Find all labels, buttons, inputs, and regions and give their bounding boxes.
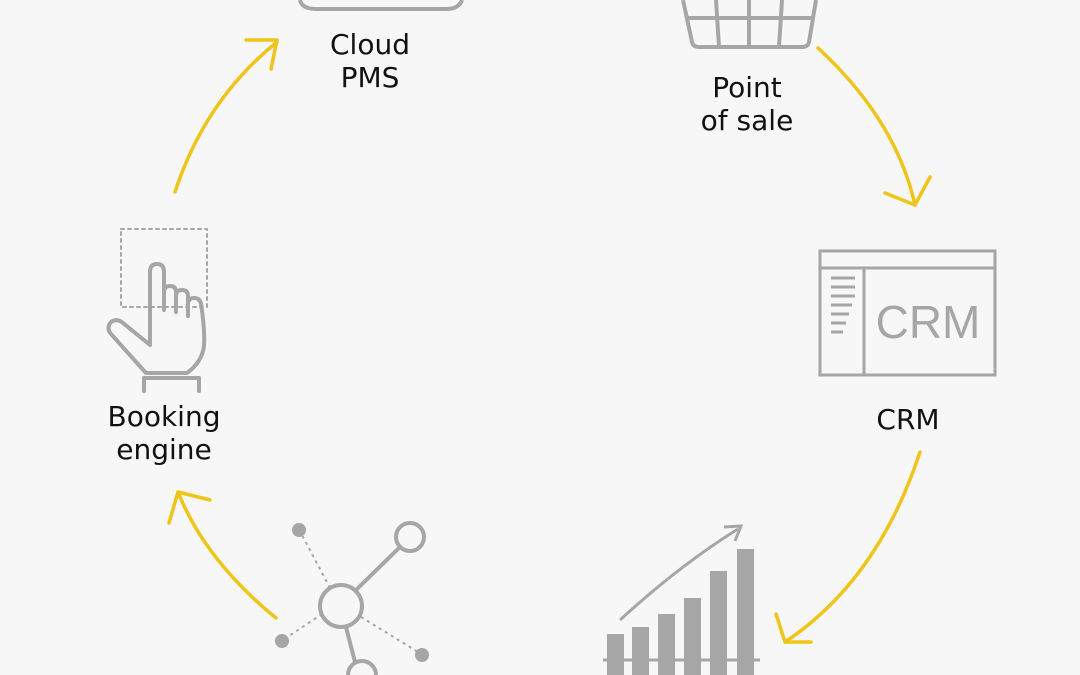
arrow-booking-to-pms [173, 40, 279, 194]
point-of-sale-label-line1: Point [712, 71, 782, 104]
booking-engine-label-line2: engine [116, 433, 212, 466]
arrow-booking-to-pms-head [244, 38, 279, 71]
cloud-icon [298, 0, 464, 11]
crm-window-icon: CRM [818, 249, 997, 377]
arrow-network-to-booking [176, 490, 278, 620]
arrow-pos-to-crm-head [883, 175, 932, 207]
arrow-crm-to-revenue [783, 450, 922, 644]
network-hub-icon [275, 521, 429, 675]
cloud-pms-label-line1: Cloud [330, 28, 410, 61]
crm-label: CRM [808, 403, 1008, 436]
arrow-crm-to-revenue-head [774, 612, 813, 644]
cloud-pms-label: Cloud PMS [270, 28, 470, 94]
booking-engine-label-line1: Booking [107, 400, 221, 433]
point-of-sale-label-line2: of sale [700, 104, 794, 137]
booking-engine-label: Booking engine [64, 400, 264, 466]
arrow-network-to-booking-head [167, 490, 212, 525]
cloud-pms-label-line2: PMS [340, 61, 400, 94]
point-of-sale-label: Point of sale [647, 71, 847, 137]
cycle-arrows [167, 38, 932, 644]
crm-label-line1: CRM [876, 403, 940, 436]
crm-icon-text: CRM [876, 296, 981, 348]
bar-chart-growth-icon [603, 524, 760, 675]
shopping-basket-icon [681, 0, 818, 49]
hand-pointer-icon [106, 228, 208, 393]
arrow-pos-to-crm [816, 46, 917, 207]
